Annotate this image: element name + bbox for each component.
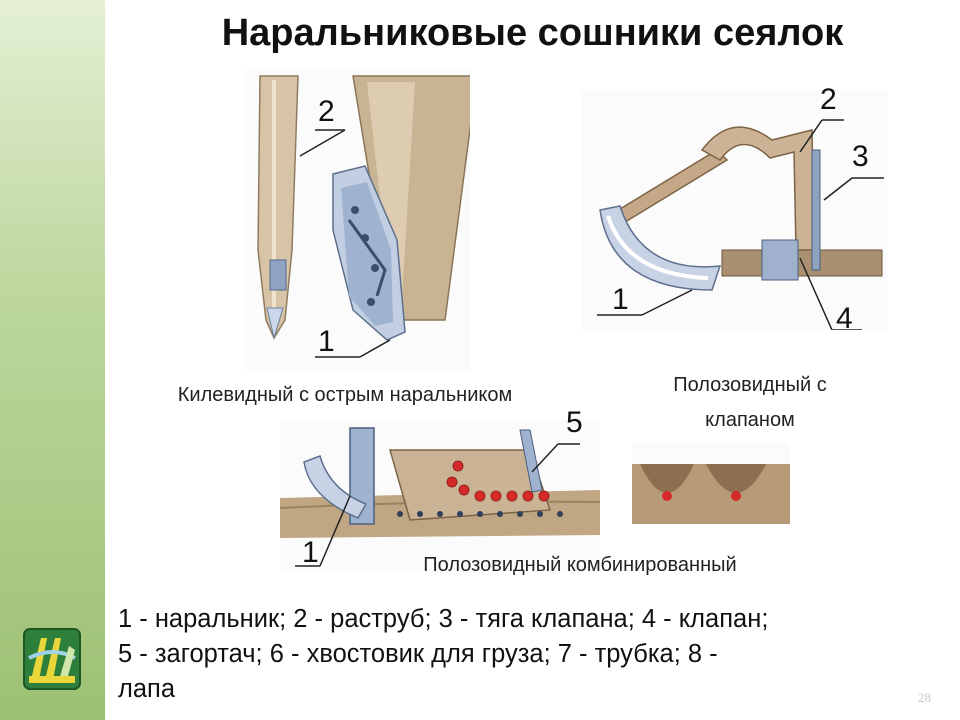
callout-2-keel: 2 <box>318 95 335 128</box>
runner-combined-figure <box>280 420 600 570</box>
callout-2-valve: 2 <box>820 83 837 116</box>
legend-line-2: 5 - загортач; 6 - хвостовик для груза; 7… <box>118 640 718 668</box>
legend-line-1: 1 - наральник; 2 - раструб; 3 - тяга кла… <box>118 605 769 633</box>
university-logo <box>23 628 81 690</box>
page-number: 28 <box>918 690 931 705</box>
keel-coulter-figure <box>245 70 470 370</box>
caption-combined: Полозовидный комбинированный <box>423 554 737 576</box>
legend-line-3: лапа <box>118 675 176 703</box>
seed-furrow-figure <box>632 442 790 524</box>
callout-3-valve: 3 <box>852 140 869 173</box>
runner-valve-figure <box>582 90 887 330</box>
caption-keel: Килевидный с острым наральником <box>177 384 513 406</box>
decorative-sidebar <box>0 0 105 720</box>
callout-5-combined: 5 <box>566 406 583 439</box>
caption-valve-line2: клапаном <box>705 409 795 431</box>
callout-1-keel: 1 <box>318 325 335 358</box>
callout-1-combined: 1 <box>302 536 319 569</box>
parts-legend: 1 - наральник; 2 - раструб; 3 - тяга кла… <box>118 602 948 707</box>
callout-1-valve: 1 <box>612 283 629 316</box>
callout-4-valve: 4 <box>836 302 853 335</box>
slide-title: Наральниковые сошники сеялок <box>221 12 844 54</box>
caption-valve-line1: Полозовидный с <box>673 374 827 396</box>
